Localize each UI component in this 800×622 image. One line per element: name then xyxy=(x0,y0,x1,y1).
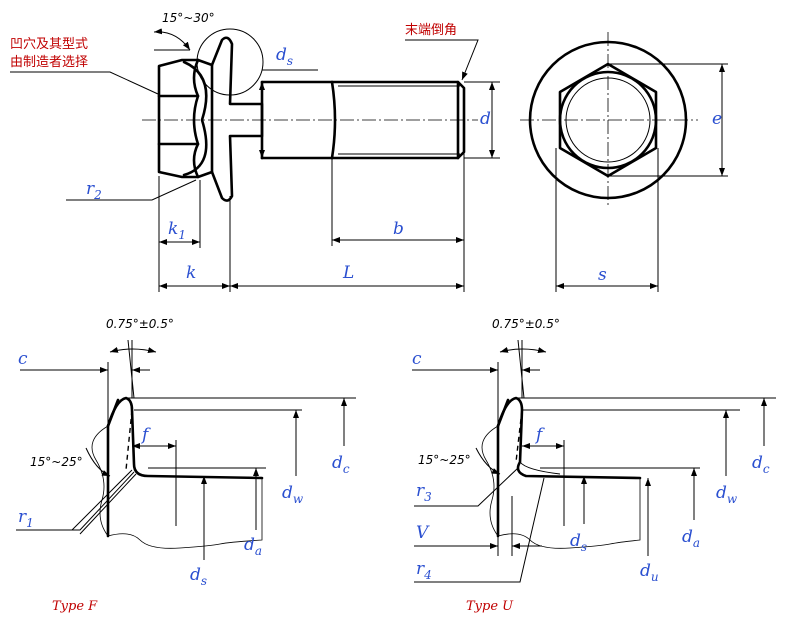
bolt-end-view: e s xyxy=(520,32,728,292)
type-u-break-line xyxy=(497,478,641,549)
L-label: L xyxy=(342,263,354,283)
type-f-dc-label: dc xyxy=(332,453,350,476)
type-u-angle-label: 0.75°±0.5° xyxy=(492,317,560,331)
type-u-da-label: da xyxy=(682,527,700,550)
r2-leader xyxy=(66,179,197,201)
type-u-ds-label: ds xyxy=(570,531,587,554)
type-f-break-line xyxy=(107,478,263,549)
type-u-flange-outline xyxy=(496,396,642,538)
type-u-under-angle-label: 15°~25° xyxy=(418,453,471,467)
head-angle-arc xyxy=(153,28,191,51)
hex-head-chamfer xyxy=(192,58,200,179)
detail-circle xyxy=(196,28,264,96)
type-f-chamfer xyxy=(106,398,120,428)
type-u-caption: Type U xyxy=(466,599,514,614)
type-u-dw-label: dw xyxy=(716,483,738,506)
d-label: d xyxy=(480,109,491,129)
type-u-undercut xyxy=(519,461,561,475)
type-f-r1-label: r1 xyxy=(18,507,34,530)
type-u-r4-label: r4 xyxy=(416,559,432,582)
r2-label: r2 xyxy=(86,179,102,202)
flange-circle xyxy=(528,40,688,200)
bolt-side-view: 15°~30° 凹穴及其型式 由制造者选择 末端倒角 ds d r2 k1 k xyxy=(10,11,500,292)
type-f-r1-leader xyxy=(16,471,135,531)
detail-type-f: 0.75°±0.5° c f dc dw da ds 15°~25° r1 Ty… xyxy=(16,317,356,614)
type-u-break-left xyxy=(481,425,499,537)
ds-label: ds xyxy=(276,45,293,68)
type-f-r1-guide1 xyxy=(71,469,133,531)
type-f-angle-label: 0.75°±0.5° xyxy=(106,317,174,331)
e-label: e xyxy=(712,109,722,129)
type-f-break-left xyxy=(91,425,109,537)
inner-circle xyxy=(565,77,651,163)
detail-type-u: 0.75°±0.5° c f dc dw da du ds 15°~25° r3… xyxy=(412,317,776,614)
type-u-r3-label: r3 xyxy=(416,481,432,504)
type-f-hidden-edge xyxy=(125,409,133,471)
type-f-r1-guide2 xyxy=(79,473,137,535)
type-f-under-angle-arc xyxy=(85,447,111,477)
type-u-under-angle-arc xyxy=(475,447,501,475)
k1-label: k1 xyxy=(168,219,186,242)
type-u-f-label: f xyxy=(534,425,545,445)
k-label: k xyxy=(186,263,196,283)
type-u-r3-leader xyxy=(414,467,519,507)
type-f-c-label: c xyxy=(18,349,28,369)
type-u-v-label: V xyxy=(416,523,430,543)
type-u-chamfer xyxy=(496,398,510,428)
type-u-r4-leader xyxy=(414,477,545,583)
end-chamfer-note: 末端倒角 xyxy=(405,23,457,38)
recess-note-line2: 由制造者选择 xyxy=(10,55,88,70)
end-chamfer-leader xyxy=(405,39,479,81)
type-u-dc-label: dc xyxy=(752,453,770,476)
thread-runout xyxy=(330,80,337,160)
type-u-c-label: c xyxy=(412,349,422,369)
type-f-f-label: f xyxy=(140,425,151,445)
type-f-caption: Type F xyxy=(52,599,98,614)
head-angle-label: 15°~30° xyxy=(162,11,215,25)
recess-note-line1: 凹穴及其型式 xyxy=(10,37,88,52)
hex-bearing-circle xyxy=(558,70,658,170)
type-u-angle-arc xyxy=(499,347,547,353)
type-f-angle-arc xyxy=(109,347,157,353)
flange-outline xyxy=(210,36,264,202)
type-f-flange-outline xyxy=(106,396,264,538)
s-label: s xyxy=(598,265,607,285)
type-f-da-label: da xyxy=(244,535,262,558)
b-label: b xyxy=(393,219,404,239)
type-f-under-angle-label: 15°~25° xyxy=(30,455,83,469)
type-f-ds-label: ds xyxy=(190,565,207,588)
recess-note-leader xyxy=(10,71,159,95)
type-f-dw-label: dw xyxy=(282,483,304,506)
type-u-du-label: du xyxy=(640,561,659,584)
